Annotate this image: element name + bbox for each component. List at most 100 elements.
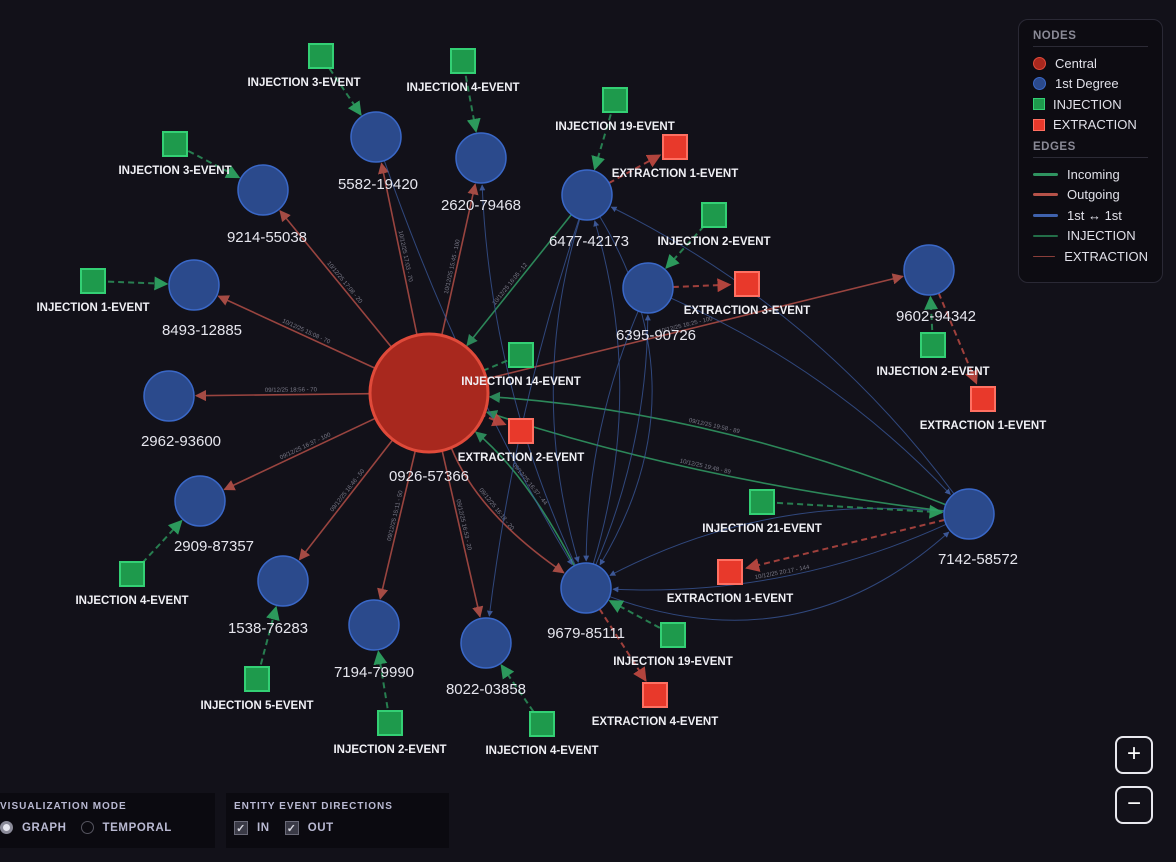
edge-incoming[interactable] <box>466 214 573 347</box>
node-circle-icon[interactable] <box>257 555 309 607</box>
extraction-square-icon[interactable] <box>642 682 668 708</box>
edge-injection-edge[interactable] <box>373 650 389 709</box>
edge-first-first[interactable] <box>609 531 950 621</box>
edge-outgoing[interactable] <box>194 389 371 402</box>
edge-first-first[interactable] <box>612 523 947 593</box>
extraction-event-node[interactable]: EXTRACTION 1-EVENT <box>920 386 1047 432</box>
edge-first-first[interactable] <box>486 218 580 617</box>
node-circle-icon[interactable] <box>561 169 613 221</box>
first-degree-node[interactable]: 2620-79468 <box>441 132 521 214</box>
extraction-square-icon[interactable] <box>970 386 996 412</box>
edge-first-first[interactable] <box>592 220 621 565</box>
edge-injection-edge[interactable] <box>471 359 508 381</box>
edge-first-first[interactable] <box>609 507 945 576</box>
node-circle-icon[interactable] <box>143 370 195 422</box>
in-checkbox[interactable]: ✓ <box>234 821 248 835</box>
injection-event-node[interactable]: INJECTION 21-EVENT <box>702 489 822 535</box>
first-degree-node[interactable]: 6395-90726 <box>616 262 696 344</box>
first-degree-node[interactable]: 8022-03858 <box>446 617 526 698</box>
extraction-square-icon[interactable] <box>662 134 688 160</box>
node-circle-icon[interactable] <box>622 262 674 314</box>
temporal-radio-label[interactable]: TEMPORAL <box>102 821 172 834</box>
node-circle-icon[interactable] <box>560 562 612 614</box>
central-circle-icon[interactable] <box>368 332 490 454</box>
node-circle-icon[interactable] <box>943 488 995 540</box>
injection-event-node[interactable]: INJECTION 4-EVENT <box>485 711 599 757</box>
edge-injection-edge[interactable] <box>187 150 241 179</box>
injection-square-icon[interactable] <box>749 489 775 515</box>
edge-outgoing[interactable] <box>378 162 418 336</box>
edge-extraction-edge[interactable] <box>608 154 662 184</box>
edge-injection-edge[interactable] <box>259 605 280 665</box>
edge-injection-edge[interactable] <box>107 276 169 291</box>
injection-event-node[interactable]: INJECTION 19-EVENT <box>613 622 733 668</box>
edge-first-first[interactable] <box>552 218 581 563</box>
edge-injection-edge[interactable] <box>665 225 705 270</box>
injection-event-node[interactable]: INJECTION 2-EVENT <box>333 710 447 756</box>
injection-square-icon[interactable] <box>508 342 534 368</box>
extraction-square-icon[interactable] <box>508 418 534 444</box>
node-circle-icon[interactable] <box>174 475 226 527</box>
temporal-radio[interactable] <box>80 821 94 834</box>
edge-extraction-edge[interactable] <box>598 608 647 682</box>
edge-outgoing[interactable] <box>223 417 376 491</box>
injection-event-node[interactable]: INJECTION 3-EVENT <box>118 131 232 177</box>
extraction-event-node[interactable]: EXTRACTION 1-EVENT <box>667 559 794 605</box>
edge-outgoing[interactable] <box>298 439 394 561</box>
edge-first-first[interactable] <box>583 310 639 562</box>
first-degree-node[interactable]: 9602-94342 <box>896 244 976 325</box>
first-degree-node[interactable]: 9214-55038 <box>227 164 307 246</box>
injection-square-icon[interactable] <box>308 43 334 69</box>
graph-radio-label[interactable]: GRAPH <box>22 821 67 834</box>
edge-extraction-edge[interactable] <box>745 518 945 572</box>
injection-square-icon[interactable] <box>80 268 106 294</box>
first-degree-node[interactable]: 8493-12885 <box>162 259 242 339</box>
out-checkbox[interactable]: ✓ <box>284 821 299 835</box>
central-node[interactable]: 0926-57366 <box>368 332 490 485</box>
graph-radio[interactable] <box>0 821 13 834</box>
edge-first-first[interactable] <box>479 184 576 566</box>
node-circle-icon[interactable] <box>348 599 400 651</box>
injection-square-icon[interactable] <box>660 622 686 648</box>
injection-square-icon[interactable] <box>119 561 145 587</box>
zoom-in-button[interactable]: + <box>1115 736 1153 774</box>
injection-event-node[interactable]: INJECTION 5-EVENT <box>200 666 314 712</box>
injection-event-node[interactable]: INJECTION 4-EVENT <box>406 48 520 94</box>
extraction-event-node[interactable]: EXTRACTION 3-EVENT <box>684 271 811 317</box>
edge-injection-edge[interactable] <box>328 67 362 116</box>
injection-event-node[interactable]: INJECTION 19-EVENT <box>555 87 675 133</box>
edge-injection-edge[interactable] <box>464 75 481 133</box>
edge-outgoing[interactable] <box>279 210 393 348</box>
first-degree-node[interactable]: 2962-93600 <box>141 370 221 450</box>
injection-event-node[interactable]: INJECTION 1-EVENT <box>36 268 150 314</box>
node-circle-icon[interactable] <box>455 132 507 184</box>
edge-first-first[interactable] <box>599 216 653 566</box>
edge-injection-edge[interactable] <box>141 519 183 564</box>
edge-first-first[interactable] <box>610 206 955 495</box>
injection-square-icon[interactable] <box>920 332 946 358</box>
extraction-event-node[interactable]: EXTRACTION 4-EVENT <box>592 682 719 728</box>
injection-square-icon[interactable] <box>701 202 727 228</box>
in-checkbox-label[interactable]: IN <box>257 822 270 834</box>
injection-event-node[interactable]: INJECTION 14-EVENT <box>461 342 581 388</box>
edge-incoming[interactable] <box>488 391 947 506</box>
node-circle-icon[interactable] <box>168 259 220 311</box>
extraction-square-icon[interactable] <box>717 559 743 585</box>
first-degree-node[interactable]: 6477-42173 <box>549 169 629 250</box>
zoom-out-button[interactable]: − <box>1115 786 1153 824</box>
first-degree-node[interactable]: 2909-87357 <box>174 475 254 555</box>
injection-square-icon[interactable] <box>602 87 628 113</box>
edge-outgoing[interactable] <box>486 273 904 380</box>
edge-first-first[interactable] <box>595 314 651 566</box>
edge-injection-edge[interactable] <box>500 664 535 713</box>
first-degree-node[interactable]: 5582-19420 <box>338 111 418 193</box>
edge-outgoing[interactable] <box>440 183 479 336</box>
extraction-square-icon[interactable] <box>734 271 760 297</box>
node-circle-icon[interactable] <box>237 164 289 216</box>
edge-injection-edge[interactable] <box>591 114 612 171</box>
out-checkbox-label[interactable]: OUT <box>307 822 334 834</box>
edge-outgoing[interactable] <box>377 450 417 600</box>
edge-extraction-edge[interactable] <box>672 278 732 293</box>
injection-square-icon[interactable] <box>450 48 476 74</box>
injection-event-node[interactable]: INJECTION 2-EVENT <box>876 332 990 378</box>
